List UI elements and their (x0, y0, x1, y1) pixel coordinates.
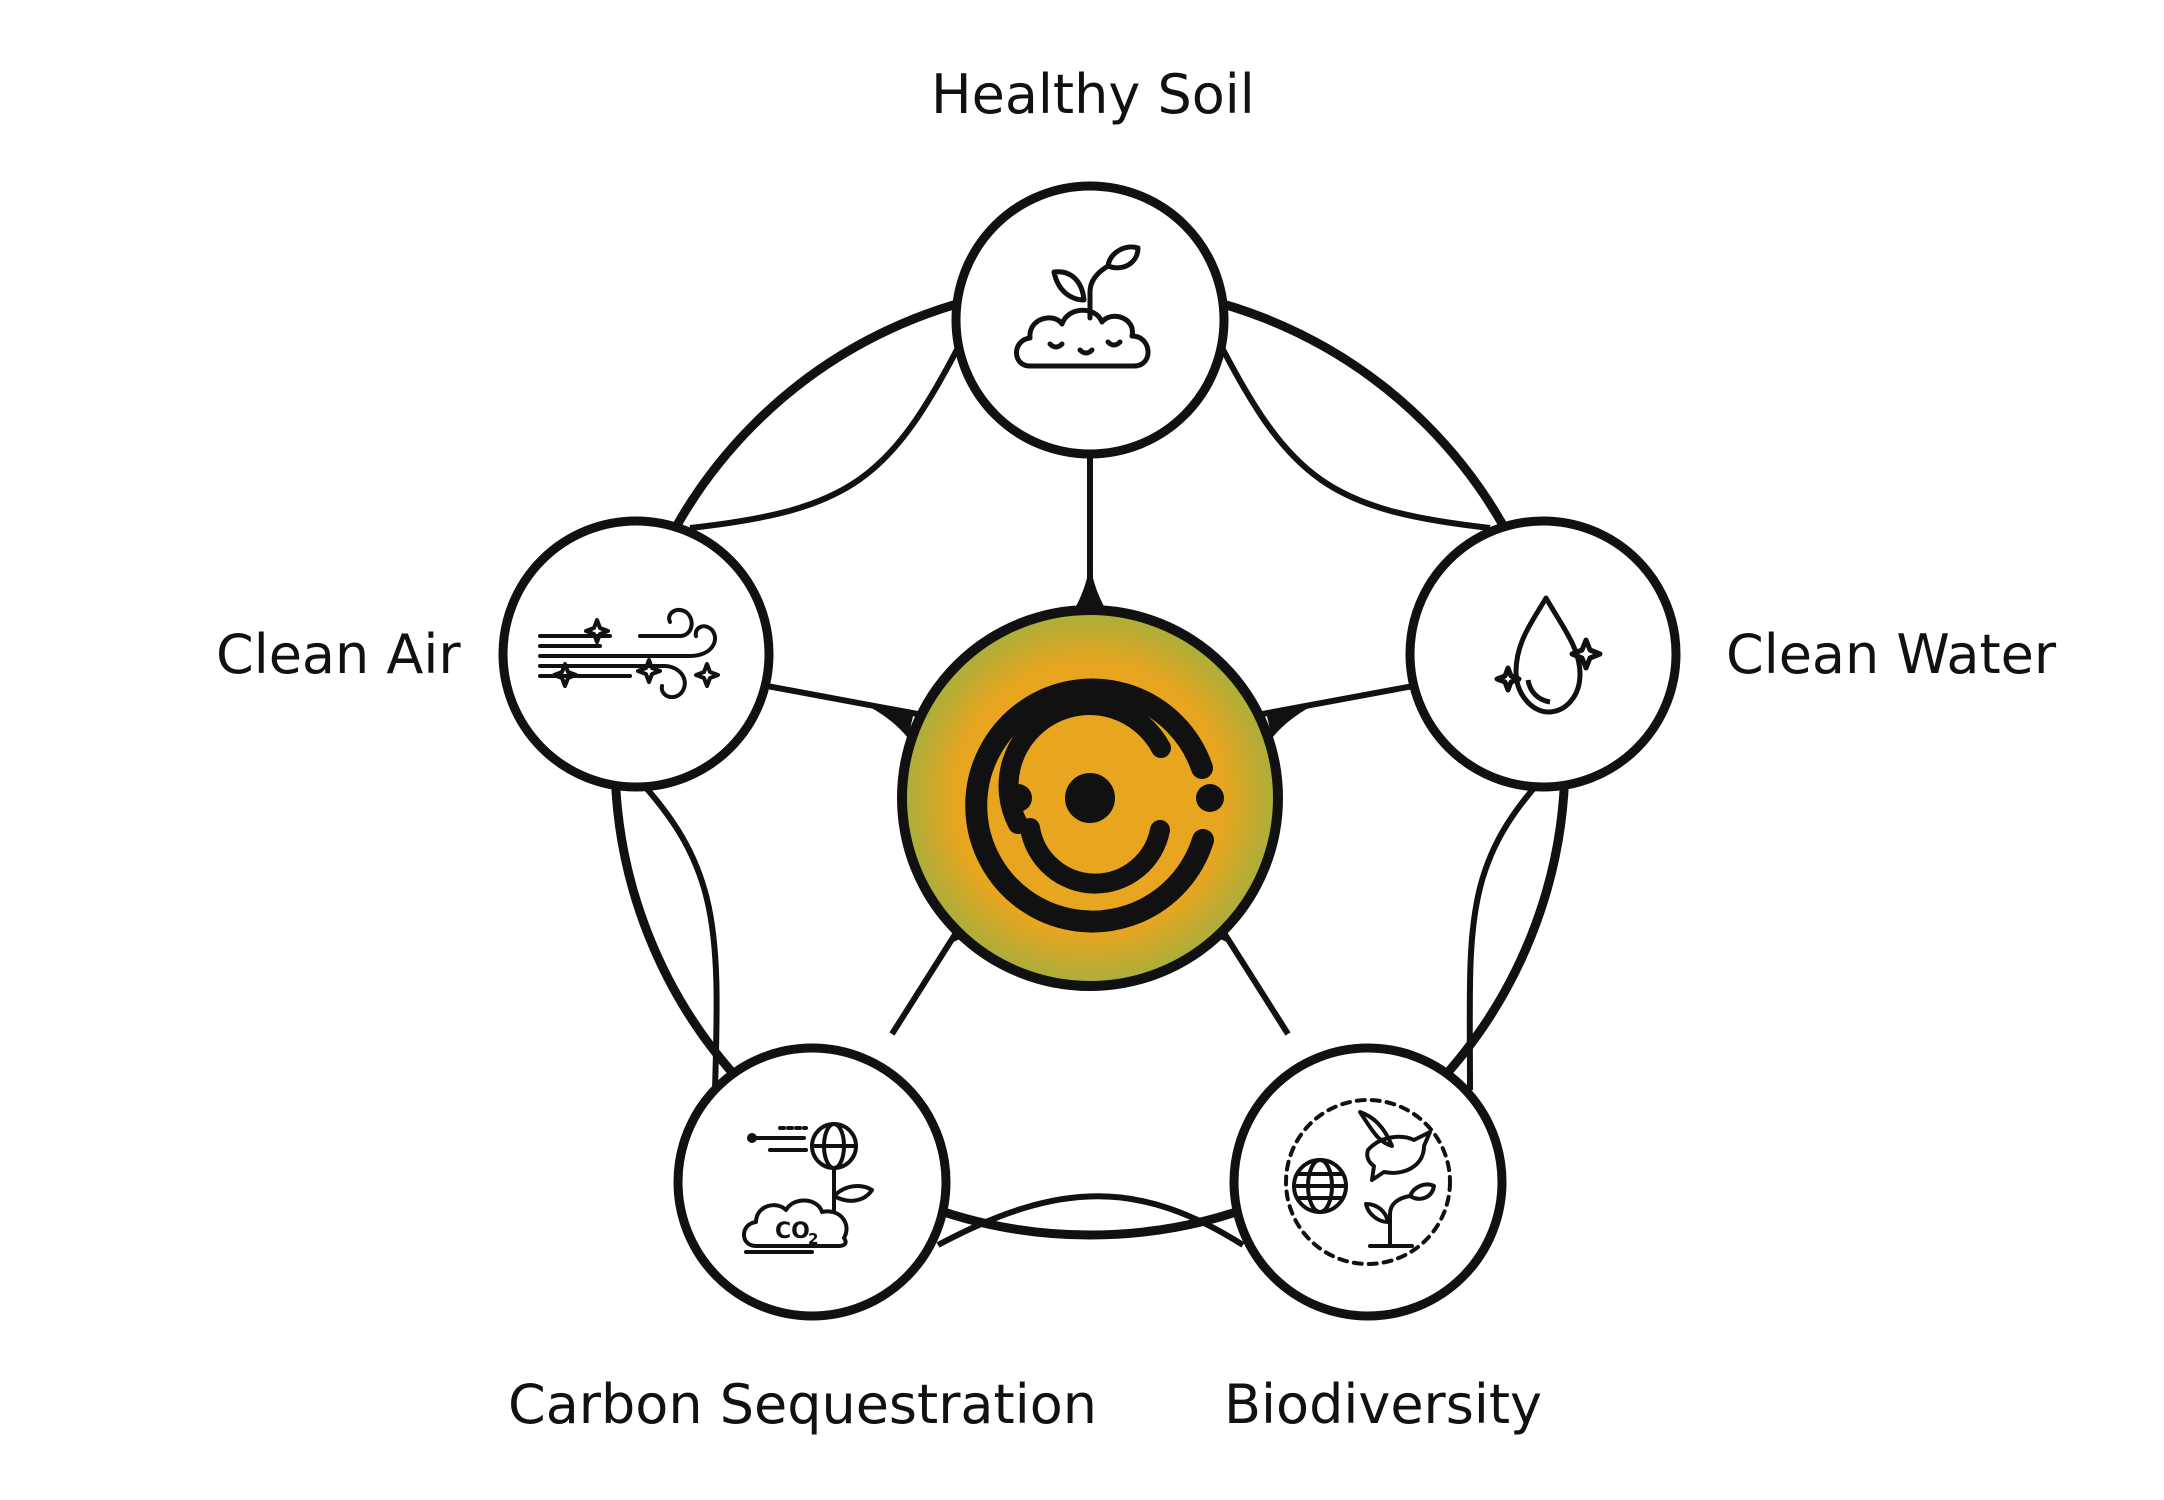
sparkle-3 (636, 658, 662, 684)
sparkle-1 (584, 618, 610, 644)
wind-swirl-right (688, 624, 718, 658)
logo-inner-arc-2 (1020, 818, 1170, 894)
inner-connectors (617, 338, 1563, 1248)
wind-swirl-top (638, 607, 694, 638)
spoke-base-water (1266, 702, 1320, 738)
sparkle-2 (552, 662, 578, 688)
node-circle (1229, 1043, 1507, 1321)
wind-icon (538, 607, 720, 700)
dashed-ring (1284, 1098, 1452, 1266)
globe-dove-plant-icon (1284, 1098, 1452, 1266)
sparkle-left (1494, 665, 1522, 693)
co2-cloud-globe-icon (742, 1122, 874, 1254)
co2-text: CO (775, 1219, 810, 1244)
label-clean-water: Clean Water (1726, 623, 2057, 686)
logo-center-dot (1065, 773, 1115, 823)
spoke-base-air (860, 702, 914, 738)
logo-outer-arc (965, 678, 1214, 933)
node-circle (673, 1043, 951, 1321)
soil-mark-1 (1047, 341, 1065, 350)
sparkle-4 (694, 662, 720, 688)
label-clean-air: Clean Air (216, 623, 461, 686)
sprout-stem (1087, 263, 1111, 321)
plant-leaf-left (1364, 1202, 1390, 1224)
dove-wing (1358, 1110, 1394, 1148)
plant-leaf-right (1408, 1182, 1436, 1201)
water-drop-icon (1494, 595, 1603, 715)
node-clean-air (498, 516, 774, 792)
node-carbon-sequestration: CO 2 (673, 1043, 951, 1321)
sparkle-right (1569, 637, 1603, 671)
connector-air-soil (689, 338, 965, 531)
connector-water-biodiversity (1466, 757, 1563, 1091)
sprout-leaf-right (1105, 244, 1141, 271)
node-healthy-soil (951, 181, 1229, 459)
node-clean-water (1405, 516, 1681, 792)
soil-mark-3 (1105, 339, 1123, 348)
speed-dot (747, 1133, 757, 1143)
logo-right-dot (1196, 784, 1224, 812)
connector-carbon-air (617, 757, 720, 1091)
plant-stem (1388, 1194, 1412, 1246)
dove-body (1365, 1130, 1432, 1182)
spoke-base-soil (1074, 560, 1106, 610)
connector-biodiversity-carbon (936, 1193, 1245, 1248)
soil-mark-2 (1077, 347, 1095, 356)
node-biodiversity (1229, 1043, 1507, 1321)
sprout-soil-icon (1014, 244, 1151, 369)
water-drop (1513, 595, 1583, 715)
co2-subscript: 2 (808, 1230, 818, 1248)
label-healthy-soil: Healthy Soil (931, 63, 1255, 126)
wind-swirl-bottom (638, 664, 687, 700)
label-biodiversity: Biodiversity (1224, 1373, 1543, 1436)
plant-leaf (832, 1184, 874, 1203)
node-circle (1405, 516, 1681, 792)
center-hub (897, 605, 1283, 991)
co2-cloud (742, 1198, 849, 1248)
logo-left-dot (1004, 784, 1032, 812)
sprout-leaf-left (1051, 269, 1087, 303)
water-drop-shine (1525, 679, 1551, 705)
connector-soil-water (1215, 338, 1491, 531)
label-carbon-sequestration: Carbon Sequestration (508, 1373, 1097, 1436)
